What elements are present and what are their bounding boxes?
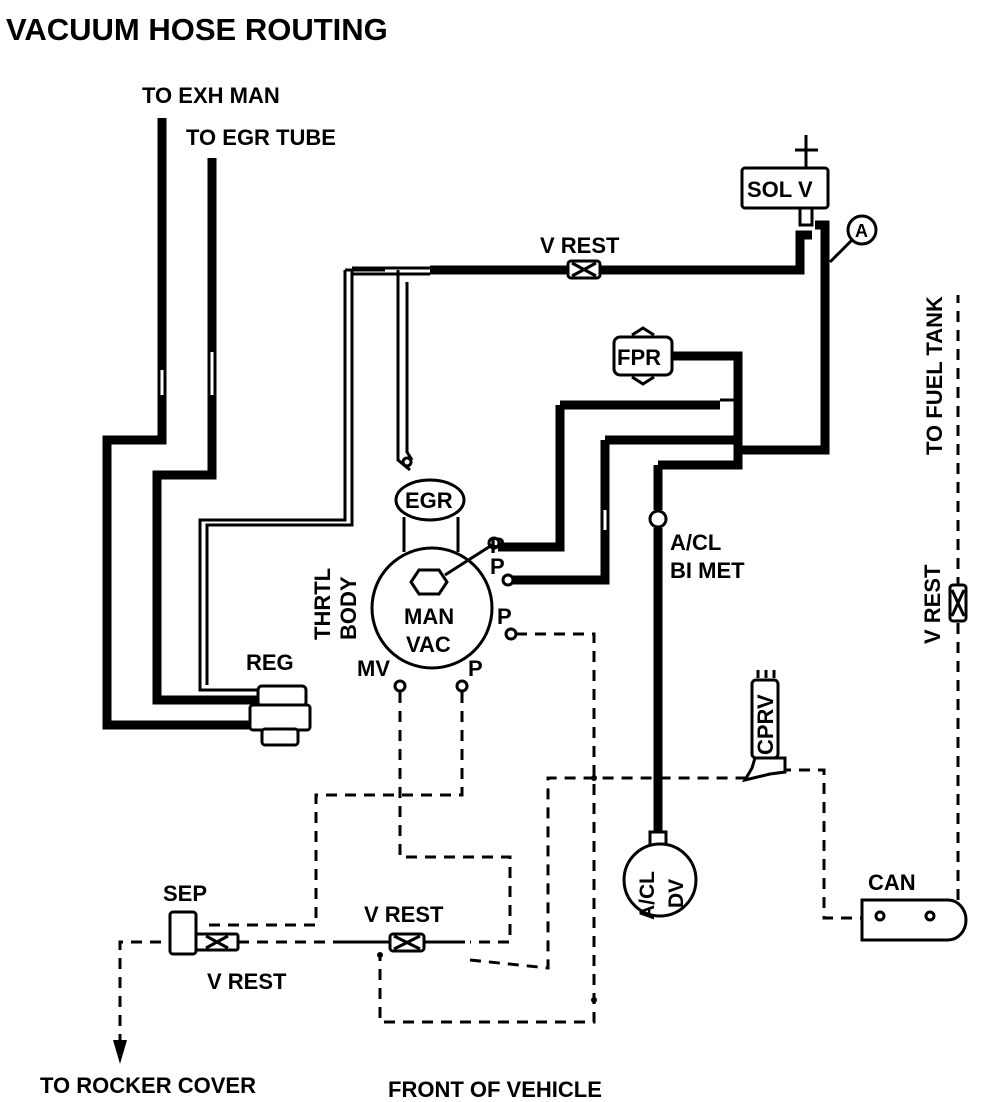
crossover-dot-3	[377, 952, 383, 958]
thrtl-label: THRTL	[310, 568, 335, 640]
port-p4-nipple	[455, 679, 469, 693]
sep-separator	[168, 910, 240, 956]
to-fuel-tank-label: TO FUEL TANK	[922, 296, 947, 455]
cprv-label: CPRV	[753, 694, 778, 755]
to-rocker-cover-label: TO ROCKER COVER	[40, 1073, 256, 1098]
throttle-body-man-vac	[370, 543, 494, 670]
hose-top-v-rest-line	[352, 230, 812, 276]
port-p-label-3: P	[497, 604, 512, 629]
hose-p-second	[501, 440, 610, 587]
sol-v-label: SOL V	[747, 177, 813, 202]
cprv-valve	[741, 670, 787, 783]
reg-regulator	[248, 684, 312, 747]
hose-to-exh-man	[102, 118, 258, 730]
a-cl-dv-label-2: DV	[665, 879, 688, 908]
port-p-label-1: P	[490, 533, 505, 558]
sol-v-solenoid	[738, 135, 830, 455]
port-p-label-2: P	[490, 554, 505, 579]
hose-reg-to-junction	[198, 268, 385, 692]
to-exh-man-label: TO EXH MAN	[142, 83, 280, 108]
hose-central-junction	[560, 395, 743, 470]
egr-valve	[394, 478, 466, 552]
crossover-dot-1	[591, 775, 597, 781]
port-p3-nipple	[504, 627, 518, 641]
reg-label: REG	[246, 650, 294, 675]
diagram-title: VACUUM HOSE ROUTING	[6, 12, 388, 47]
fpr-fuel-pressure-regulator	[612, 326, 743, 395]
a-cl-dv-valve	[622, 830, 698, 918]
egr-label: EGR	[405, 488, 453, 513]
callout-a-label: A	[855, 221, 868, 241]
v-rest-top-label: V REST	[540, 233, 620, 258]
can-canister	[860, 898, 968, 942]
v-rest-restrictor-top	[566, 259, 602, 280]
a-cl-bi-met-label-1: A/CL	[670, 530, 721, 555]
fpr-label: FPR	[617, 345, 661, 370]
to-rocker-cover-arrow	[113, 1040, 127, 1064]
v-rest-right-label: V REST	[920, 564, 945, 644]
a-cl-dv-label-1: A/CL	[636, 871, 659, 920]
front-of-vehicle-label: FRONT OF VEHICLE	[388, 1077, 602, 1102]
a-cl-bi-met-label-2: BI MET	[670, 558, 745, 583]
callout-a	[828, 214, 878, 264]
crossover-dot-2	[591, 997, 597, 1003]
hose-p-upper	[487, 405, 565, 552]
v-rest-sep-label: V REST	[207, 969, 287, 994]
body-label: BODY	[336, 576, 361, 640]
port-mv-nipple	[393, 679, 407, 693]
port-p-label-4: P	[468, 656, 483, 681]
mv-label: MV	[357, 656, 390, 681]
hose-junction-to-egr	[396, 270, 414, 472]
to-egr-tube-label: TO EGR TUBE	[186, 125, 336, 150]
can-label: CAN	[868, 870, 916, 895]
v-rest-restrictor-bottom	[340, 932, 465, 953]
hose-acl-bi-met	[648, 465, 668, 835]
dashed-hoses	[118, 295, 960, 1040]
man-label: MAN	[404, 604, 454, 629]
v-rest-restrictor-right	[948, 583, 968, 623]
vac-label: VAC	[406, 632, 451, 657]
hose-to-egr-tube	[152, 158, 258, 705]
sep-label: SEP	[163, 881, 207, 906]
v-rest-bottom-label: V REST	[364, 902, 444, 927]
